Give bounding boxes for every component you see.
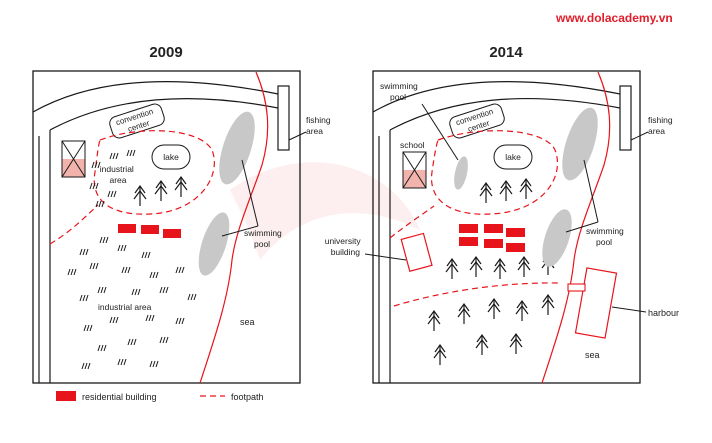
pool-pointer [565,221,599,233]
lake-label: lake [505,152,521,162]
tree-icon [133,176,188,207]
tree-icon [427,178,555,366]
harbour-jetty [567,283,586,292]
swimming-pool-lower [198,212,230,276]
pool-pointer [421,103,459,161]
swimming-pool-upper [562,107,598,181]
university-pointer [364,253,407,261]
coastline [199,71,269,384]
footpath-west [389,205,435,239]
fishing-label: fishing area [306,115,333,136]
harbour [574,267,618,339]
footpath-loop [430,130,559,215]
lake [493,144,533,170]
school-crossed-box-icon [61,140,86,178]
convention-center: convention center [109,103,165,139]
footpath-loop [93,130,215,215]
swimming-pool-small [454,156,468,190]
road-inner [389,98,621,131]
lake [151,144,191,170]
pool-pointer [221,225,259,237]
harbour-pointer [611,306,647,313]
university-building [400,232,433,273]
fishing-area-pier [277,85,290,151]
industrial-area-label: industrial area [100,164,136,185]
fishing-pointer [288,131,307,141]
swimming-pool-label: swimming pool [586,226,626,247]
convention-center: convention center [449,103,505,139]
pool-pointer [241,159,259,227]
road-outer [32,80,279,113]
pool-pointer [583,159,599,223]
footpath-south [393,282,561,307]
school-label: school [400,140,425,150]
map-2014: 2014 fishing area sea swimming pool conv… [325,44,679,384]
map-frame [32,70,301,384]
map-title: 2014 [489,44,523,61]
coastline [541,71,611,384]
legend-footpath-label: footpath [231,392,264,402]
swimming-pool-lower [542,209,572,267]
sea-label: sea [240,317,255,327]
legend-residential-label: residential building [82,392,157,402]
footpath-west [49,204,99,245]
lake-label: lake [163,152,179,162]
university-label: university building [325,236,363,257]
road-outer [372,81,621,113]
school-crossed-box-icon [402,151,427,189]
legend-residential-swatch [56,391,76,401]
fishing-pointer [630,131,649,141]
road-inner [49,98,279,131]
fishing-label: fishing area [648,115,675,136]
swimming-pool-label: swimming pool [244,228,284,249]
swimming-pool-top-label: swimming pool [380,81,420,102]
watermark[interactable]: www.dolacademy.vn [555,11,673,25]
sea-label: sea [585,350,600,360]
map-frame [372,70,641,384]
swimming-pool-upper [219,111,255,185]
residential-buildings [118,224,181,238]
fishing-area-pier [619,85,632,151]
industrial-area-large-label: industrial area [98,302,152,312]
map-title: 2009 [149,44,182,61]
legend: residential building footpath [56,391,264,402]
residential-buildings [459,224,525,252]
harbour-label: harbour [648,308,679,318]
map-2009: 2009 fishing area sea convention center [32,44,333,384]
